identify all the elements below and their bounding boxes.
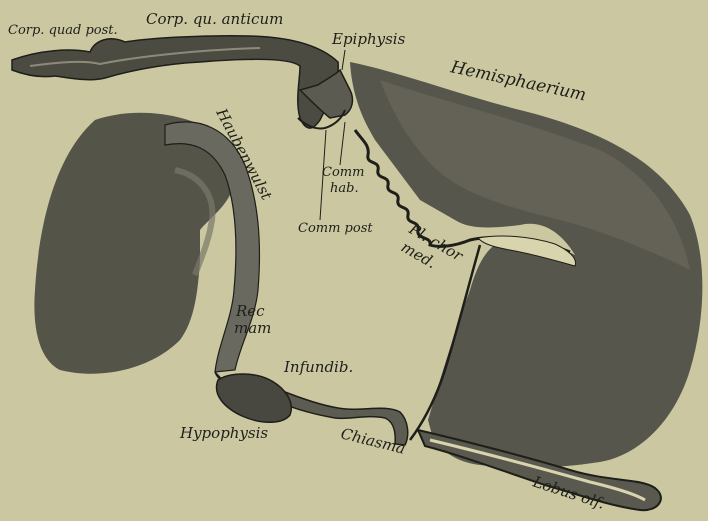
label-hypophysis: Hypophysis — [179, 424, 268, 442]
label-rec-2: mam — [234, 319, 271, 337]
label-comm-hab-2: hab. — [330, 181, 359, 196]
label-rec-1: Rec — [235, 302, 265, 320]
label-infundib: Infundib. — [283, 358, 353, 376]
label-comm-hab-1: Comm — [322, 165, 364, 180]
label-comm-post: Comm post — [298, 221, 373, 236]
label-corp-quad-post: Corp. quad post. — [8, 23, 118, 38]
label-epiphysis: Epiphysis — [331, 30, 406, 48]
label-corp-qu-anticum: Corp. qu. anticum — [146, 10, 283, 28]
